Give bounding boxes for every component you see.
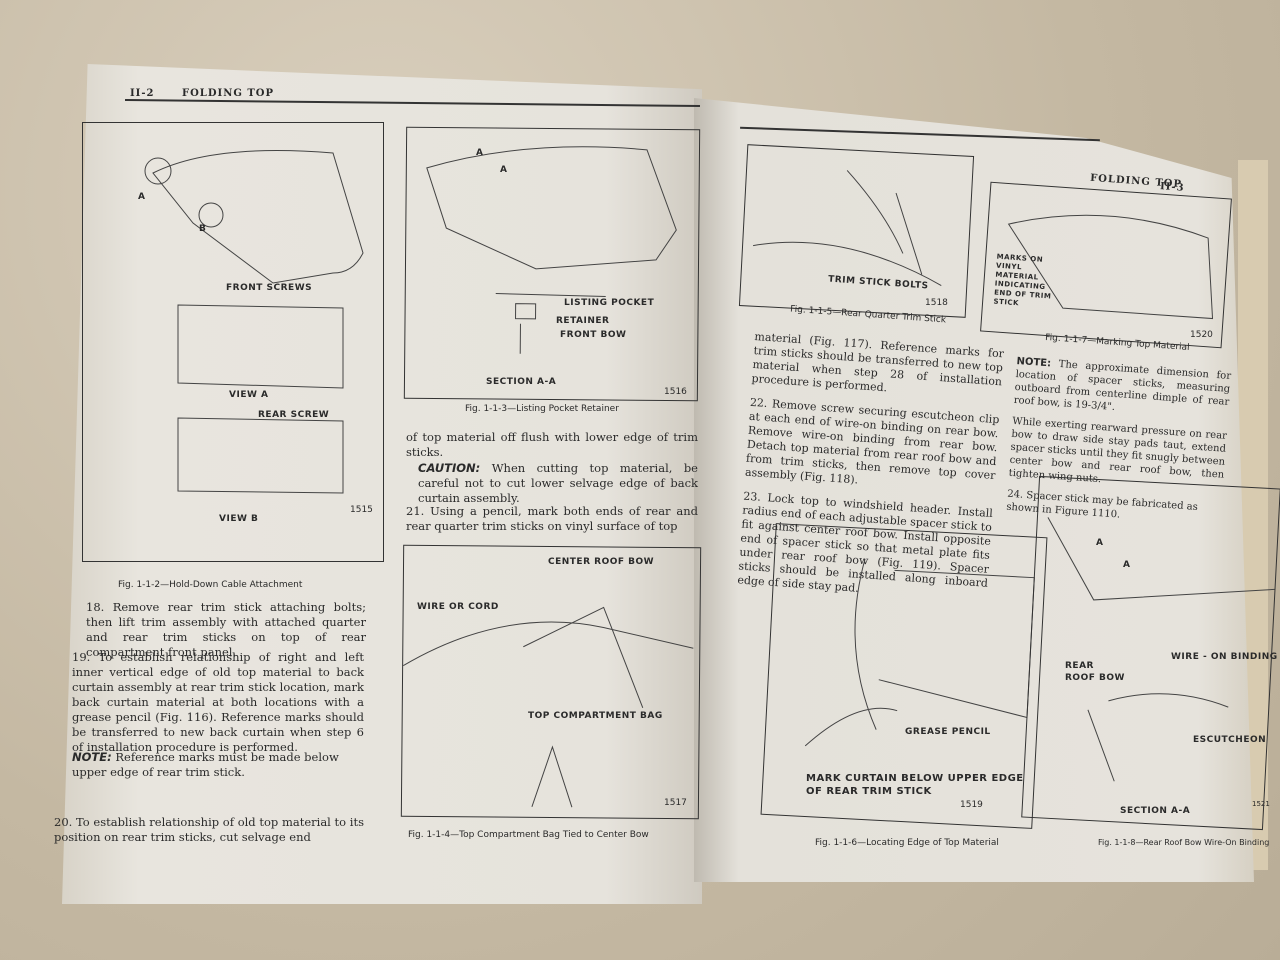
locating-edge-drawing — [804, 558, 1035, 747]
caution-label: CAUTION: — [418, 461, 481, 475]
label-escutcheon: ESCUTCHEON — [1193, 735, 1267, 745]
figure-1-1-4 — [400, 544, 702, 820]
figure-number: 1516 — [664, 387, 687, 397]
step-18: 18. Remove rear trim stick attaching bol… — [86, 600, 366, 659]
note-label: NOTE: — [1016, 355, 1052, 370]
step-22: 22. Remove screw securing escutcheon cli… — [744, 395, 1000, 487]
figure-1-1-6 — [760, 523, 1048, 829]
label-section-a-a: SECTION A-A — [486, 377, 557, 387]
figure-number: 1515 — [350, 505, 373, 515]
figure-number: 1519 — [960, 800, 983, 810]
label-a: A — [138, 192, 146, 202]
left-page-number: II-2 — [130, 88, 155, 99]
label-rear-roof-bow: REAR ROOF BOW — [1065, 661, 1125, 683]
wire-on-binding-drawing — [1047, 517, 1275, 782]
label-wire-on-binding: WIRE - ON BINDING — [1171, 652, 1278, 662]
label-wire-or-cord: WIRE OR CORD — [417, 602, 499, 612]
label-center-roof-bow: CENTER ROOF BOW — [548, 557, 655, 567]
step-20-continued: of top material off flush with lower edg… — [406, 430, 698, 459]
figure-caption: Fig. 1-1-3—Listing Pocket Retainer — [465, 404, 619, 414]
left-header-title: FOLDING TOP — [182, 88, 275, 99]
figure-caption: Fig. 1-1-6—Locating Edge of Top Material — [815, 838, 999, 848]
label-view-a: VIEW A — [229, 390, 269, 400]
figure-number: 1517 — [664, 798, 687, 808]
caution-text: When cutting top material, be careful no… — [418, 461, 698, 505]
step-21: 21. Using a pencil, mark both ends of re… — [406, 504, 698, 533]
figure-number: 1520 — [1190, 330, 1213, 340]
figure-1-1-8 — [1021, 475, 1280, 831]
step-20: 20. To establish relationship of old top… — [54, 815, 364, 844]
figure-1-1-5 — [738, 144, 975, 318]
figure-caption: Fig. 1-1-2—Hold-Down Cable Attachment — [118, 580, 303, 590]
label-front-bow: FRONT BOW — [560, 330, 627, 340]
marking-top-drawing — [1007, 214, 1214, 320]
listing-pocket-drawing — [426, 146, 677, 354]
right-page-number: II-3 — [1159, 181, 1185, 194]
note-text: Reference marks must be made below upper… — [72, 750, 339, 779]
label-retainer: RETAINER — [556, 316, 610, 326]
compartment-bag-drawing — [402, 606, 694, 808]
label-front-screws: FRONT SCREWS — [226, 283, 313, 293]
label-top-compartment-bag: TOP COMPARTMENT BAG — [528, 711, 663, 721]
figure-number: 1521 — [1252, 800, 1270, 808]
label-a: A — [500, 165, 508, 175]
figure-1-1-2 — [82, 122, 384, 562]
step-19: 19. To establish relationship of right a… — [72, 650, 364, 754]
label-marks-on-vinyl: MARKS ON VINYL MATERIAL INDICATING END O… — [993, 252, 1052, 308]
note-label: NOTE: — [72, 750, 112, 764]
label-a: A — [1096, 538, 1104, 548]
trim-stick-drawing — [753, 170, 942, 286]
label-view-b: VIEW B — [219, 514, 259, 524]
label-b: B — [199, 224, 207, 234]
hold-down-cable-drawing — [144, 150, 364, 494]
label-grease-pencil: GREASE PENCIL — [905, 727, 991, 737]
label-rear-screw: REAR SCREW — [258, 410, 330, 420]
figure-1-1-3 — [403, 126, 701, 402]
right-page — [694, 98, 1254, 882]
left-page — [62, 64, 702, 904]
label-mark-curtain: MARK CURTAIN BELOW UPPER EDGE OF REAR TR… — [806, 773, 1024, 797]
label-listing-pocket: LISTING POCKET — [564, 298, 655, 308]
figure-caption: Fig. 1-1-8—Rear Roof Bow Wire-On Binding — [1098, 838, 1270, 847]
figure-caption: Fig. 1-1-4—Top Compartment Bag Tied to C… — [408, 830, 649, 840]
figure-1-1-7 — [980, 181, 1232, 349]
label-a: A — [1123, 560, 1131, 570]
figure-number: 1518 — [925, 298, 948, 308]
label-section-a-a: SECTION A-A — [1120, 806, 1191, 816]
label-a: A — [476, 148, 484, 158]
